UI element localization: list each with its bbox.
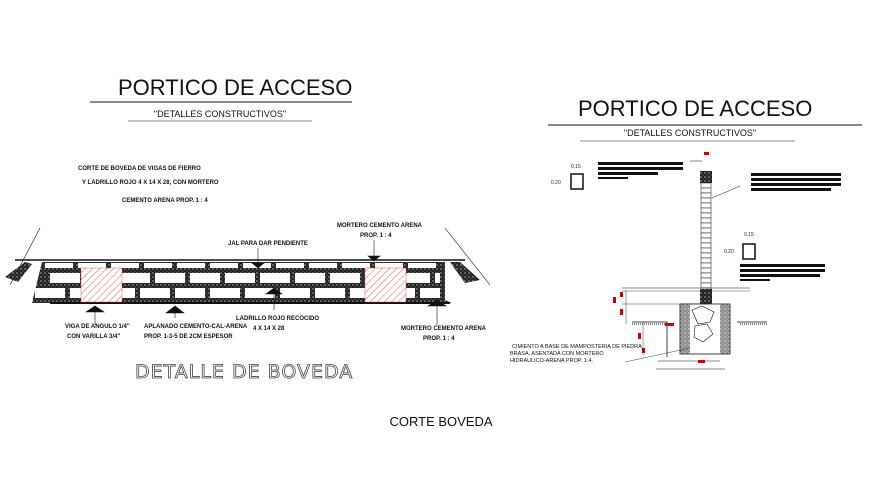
right-title: PORTICO DE ACCESO	[578, 96, 812, 121]
dim-h1: 0.20	[551, 180, 561, 186]
label-aplanado: APLANADO CEMENTO-CAL-ARENA	[144, 324, 248, 330]
label-ladrillo: LADRILLO ROJO RECOCIDO	[236, 316, 319, 322]
dim-marker	[704, 152, 709, 155]
note-line-1: CORTE DE BOVEDA DE VIGAS DE FIERRO	[78, 166, 201, 172]
left-sheet: PORTICO DE ACCESO "DETALLES CONSTRUCTIVO…	[5, 75, 491, 383]
dim-w1: 0.15	[571, 164, 581, 170]
brick	[342, 263, 370, 268]
brick	[408, 263, 436, 268]
label-mortero-top-prop: PROP. 1 : 4	[360, 233, 392, 239]
column-brick	[700, 207, 712, 214]
right-sheet: PORTICO DE ACCESO "DETALLES CONSTRUCTIVO…	[510, 96, 862, 370]
brick	[280, 288, 310, 298]
brick	[111, 263, 139, 268]
right-support	[450, 262, 480, 283]
note-line-3: CEMENTO ARENA PROP. 1 : 4	[122, 198, 208, 204]
column-brick	[700, 222, 712, 229]
brick	[375, 263, 403, 268]
brick	[144, 263, 172, 268]
label-jal: JAL PARA DAR PENDIENTE	[228, 241, 308, 247]
column-brick	[700, 192, 712, 199]
block-section-1	[570, 173, 584, 190]
dim-h2: 0.20	[724, 249, 734, 255]
brick	[435, 273, 440, 283]
label-viga-varilla: CON VARILLA 3/4"	[67, 334, 120, 340]
label-mortero-bottom-prop: PROP. 1 : 4	[423, 336, 455, 342]
brick	[225, 273, 255, 283]
column-base	[700, 289, 712, 304]
brick	[315, 288, 345, 298]
brick	[190, 273, 220, 283]
label-aplanado-prop: PROP. 1-3-5 DE 2CM ESPESOR	[144, 334, 233, 340]
column-brick	[700, 232, 712, 239]
brick	[330, 273, 360, 283]
brick	[45, 263, 73, 268]
column-brick	[700, 237, 712, 244]
brick	[295, 273, 325, 283]
brick	[210, 288, 240, 298]
brick	[175, 288, 205, 298]
detail-title: DETALLE DE BOVEDA	[135, 361, 353, 383]
label-mortero-bottom: MORTERO CEMENTO ARENA	[401, 326, 487, 332]
brick	[276, 263, 304, 268]
column-brick	[700, 277, 712, 284]
foundation-note-3: HIDRAULICO-ARENA PROP. 1:4.	[510, 358, 594, 364]
column-brick	[700, 282, 712, 289]
leader-arrows	[85, 240, 447, 325]
column-brick	[700, 252, 712, 259]
label-viga: VIGA DE ANGULO 1/4"	[65, 324, 130, 330]
label-ladrillo-size: 4 X 14 X 28	[253, 326, 285, 332]
column-brick	[700, 242, 712, 249]
right-subtitle: "DETALLES CONSTRUCTIVOS"	[624, 128, 756, 138]
left-support	[5, 262, 32, 282]
column-brick	[700, 267, 712, 274]
dim-markers	[613, 292, 674, 353]
column-brick	[700, 247, 712, 254]
column-brick	[700, 197, 712, 204]
column-brick	[700, 272, 712, 279]
foundation-note-2: BRASA, ASENTADA CON MORTERO	[510, 351, 604, 357]
caption: CORTE BOVEDA	[389, 414, 492, 429]
brick	[140, 288, 170, 298]
brick	[309, 263, 337, 268]
brick	[245, 288, 275, 298]
brick	[210, 263, 238, 268]
label-mortero-top: MORTERO CEMENTO ARENA	[337, 223, 423, 229]
column-brick	[700, 257, 712, 264]
column-brick	[700, 182, 712, 189]
brick	[420, 288, 440, 298]
column-brick	[700, 262, 712, 269]
brick	[260, 273, 290, 283]
left-title: PORTICO DE ACCESO	[118, 75, 352, 100]
column-brick	[700, 217, 712, 224]
brick	[78, 263, 106, 268]
brick	[35, 288, 65, 298]
left-subtitle: "DETALLES CONSTRUCTIVOS"	[154, 109, 286, 119]
foundation-note-1: CIMIENTO A BASE DE MAMPOSTERIA DE PIEDRA	[512, 344, 642, 350]
column-brick	[700, 227, 712, 234]
brick	[155, 273, 185, 283]
note-line-2: Y LADRILLO ROJO 4 X 14 X 28, CON MORTERO	[82, 180, 219, 186]
brick	[50, 273, 80, 283]
column-brick	[700, 187, 712, 194]
block-section-2	[742, 243, 756, 260]
brick	[177, 263, 205, 268]
brick-column	[700, 182, 712, 294]
note-bars	[598, 162, 841, 281]
column-cap	[700, 171, 712, 183]
vault-section	[5, 227, 491, 304]
dim-w2: 0.15	[744, 232, 754, 238]
brick	[400, 273, 430, 283]
column-brick	[700, 202, 712, 209]
brick	[120, 273, 150, 283]
column-brick	[700, 212, 712, 219]
